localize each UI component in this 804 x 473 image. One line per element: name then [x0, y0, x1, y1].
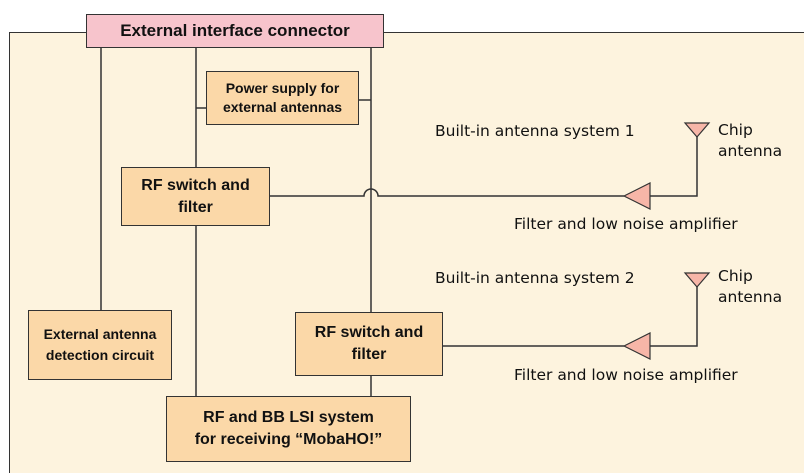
rf-switch-1-block: RF switch and filter: [121, 167, 270, 226]
rf-switch-2-line-1: RF switch and: [314, 324, 424, 341]
rf-switch-2-line-2: filter: [351, 346, 387, 363]
external-antenna-detection-block: External antenna detection circuit: [28, 310, 172, 380]
chip-1-line-1: Chip: [718, 121, 753, 139]
detect-line-1: External antenna: [43, 326, 157, 342]
lsi-line-2: for receiving “MobaHO!”: [194, 431, 383, 448]
chip-antenna-2-icon: [683, 272, 711, 288]
power-supply-line-1: Power supply for: [225, 80, 340, 96]
wire-rfswitch1-to-amp1: [270, 188, 624, 197]
wire-amp2-to-chip2: [650, 285, 698, 347]
chip-antenna-1-icon: [683, 122, 711, 138]
detect-line-2: detection circuit: [45, 347, 155, 363]
rf-switch-1-line-2: filter: [178, 198, 213, 216]
connector-label: External interface connector: [120, 21, 350, 40]
system-1-label: Built-in antenna system 1: [435, 122, 635, 140]
rf-switch-2-block: RF switch and filter: [295, 312, 443, 376]
amplifier-2-icon: [622, 332, 651, 360]
chip-antenna-1-label: Chip antenna: [718, 120, 782, 162]
power-supply-block: Power supply for external antennas: [206, 71, 359, 125]
amplifier-1-icon: [622, 182, 651, 210]
chip-1-line-2: antenna: [718, 142, 783, 160]
lsi-line-1: RF and BB LSI system: [203, 409, 374, 426]
amplifier-2-label: Filter and low noise amplifier: [514, 366, 738, 384]
lsi-system-block: RF and BB LSI system for receiving “Moba…: [166, 396, 411, 462]
wire-amp1-to-chip1: [650, 135, 698, 197]
external-interface-connector: External interface connector: [86, 14, 384, 48]
chip-antenna-2-label: Chip antenna: [718, 266, 782, 308]
power-supply-line-2: external antennas: [222, 99, 343, 115]
system-2-label: Built-in antenna system 2: [435, 269, 635, 287]
rf-switch-1-line-1: RF switch and: [141, 176, 250, 194]
amplifier-1-label: Filter and low noise amplifier: [514, 215, 738, 233]
chip-2-line-2: antenna: [718, 288, 783, 306]
chip-2-line-1: Chip: [718, 267, 753, 285]
